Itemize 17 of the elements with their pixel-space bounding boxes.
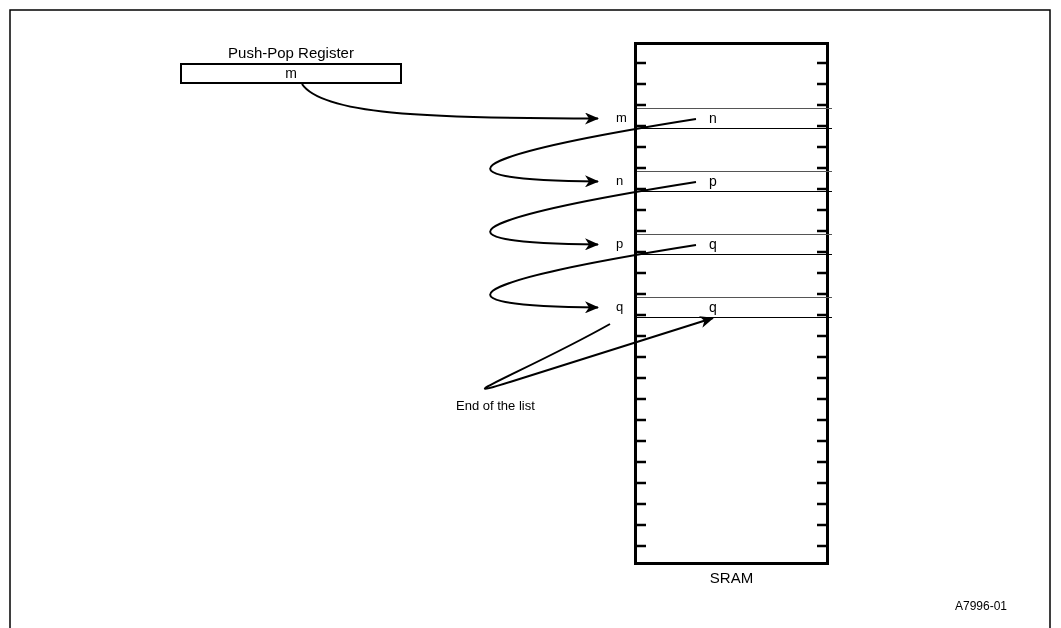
address-label: m	[616, 110, 627, 126]
address-label: p	[616, 236, 624, 252]
arrow	[301, 83, 599, 125]
arrow	[483, 316, 714, 390]
pointer-value: p	[709, 173, 717, 189]
pointer-value: n	[709, 110, 717, 126]
memory-label: SRAM	[709, 570, 754, 586]
register-value: m	[285, 65, 297, 81]
address-label: q	[616, 299, 624, 315]
figure-number: A7996-01	[955, 598, 1008, 614]
pointer-value: q	[709, 299, 717, 315]
arrow	[490, 244, 697, 314]
address-label: n	[616, 173, 624, 189]
arrow	[490, 181, 697, 251]
register-title: Push-Pop Register	[228, 45, 354, 61]
pointer-value: q	[709, 236, 717, 252]
arrow	[490, 118, 697, 188]
